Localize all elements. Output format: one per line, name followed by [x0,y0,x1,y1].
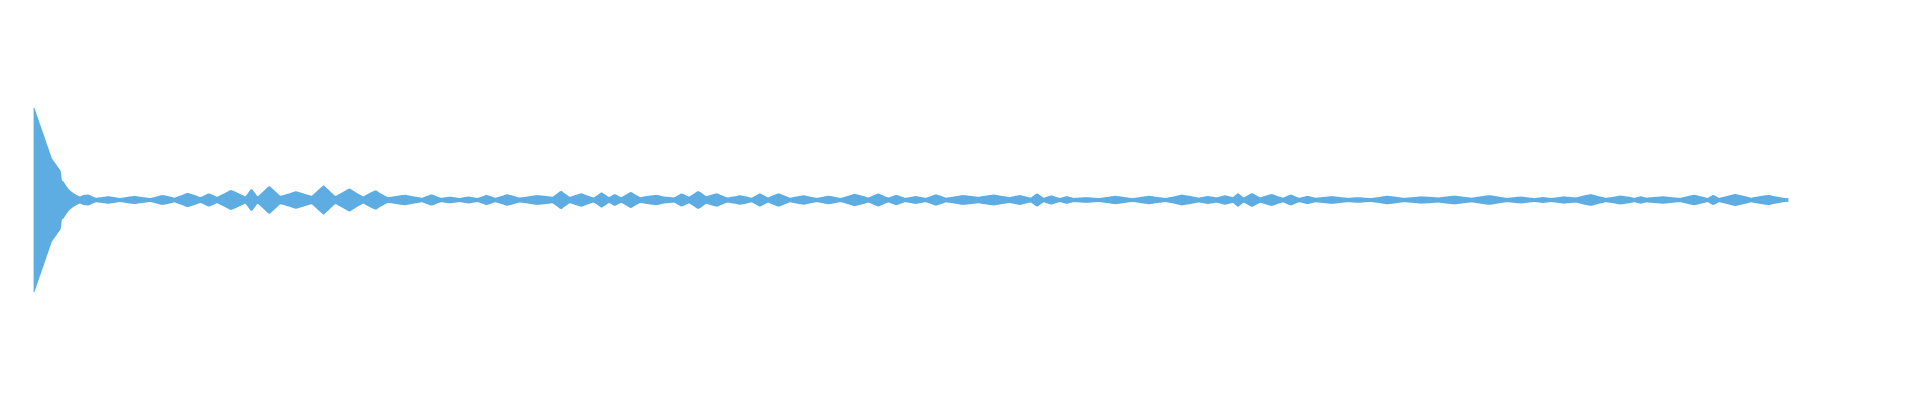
waveform [33,107,1789,293]
